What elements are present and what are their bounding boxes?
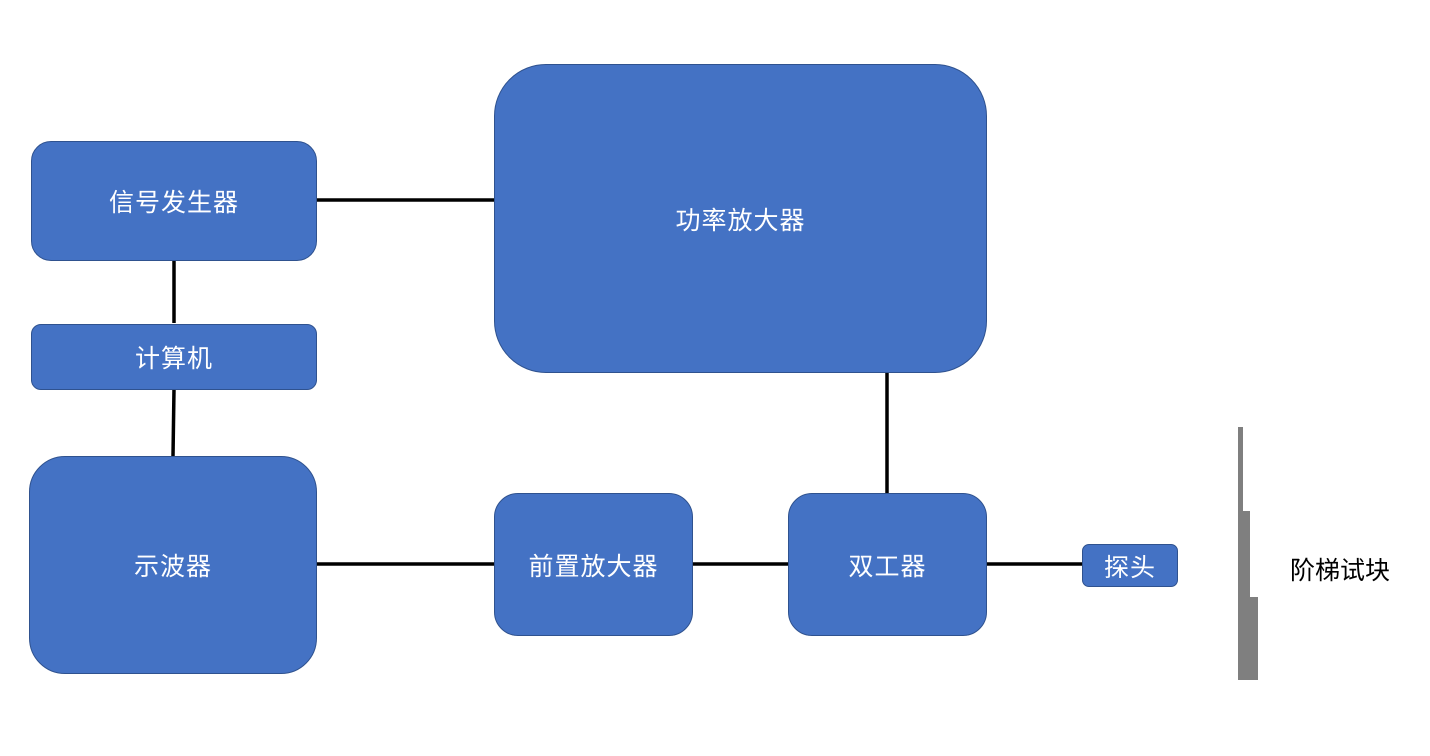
- oscilloscope-box: 示波器: [29, 456, 317, 674]
- duplexer-label: 双工器: [848, 551, 927, 581]
- step-specimen-label: 阶梯试块: [1290, 556, 1391, 585]
- preamplifier-box: 前置放大器: [494, 493, 693, 636]
- specimen-step-1: [1238, 427, 1243, 511]
- signal-generator-box: 信号发生器: [31, 141, 317, 261]
- signal-generator-label: 信号发生器: [108, 188, 239, 217]
- probe-label: 探头: [1103, 552, 1156, 582]
- step-specimen-graphic: [1238, 427, 1258, 680]
- power-amplifier-box: 功率放大器: [494, 64, 987, 373]
- power-amplifier-label: 功率放大器: [675, 205, 806, 235]
- specimen-step-3: [1238, 597, 1258, 680]
- connector-computer-oscilloscope: [171, 388, 176, 457]
- computer-box: 计算机: [31, 324, 317, 390]
- computer-label: 计算机: [134, 344, 213, 373]
- preamplifier-label: 前置放大器: [528, 551, 659, 581]
- duplexer-box: 双工器: [788, 493, 987, 636]
- oscilloscope-label: 示波器: [133, 552, 212, 581]
- specimen-step-2: [1238, 511, 1250, 597]
- probe-box: 探头: [1082, 544, 1178, 587]
